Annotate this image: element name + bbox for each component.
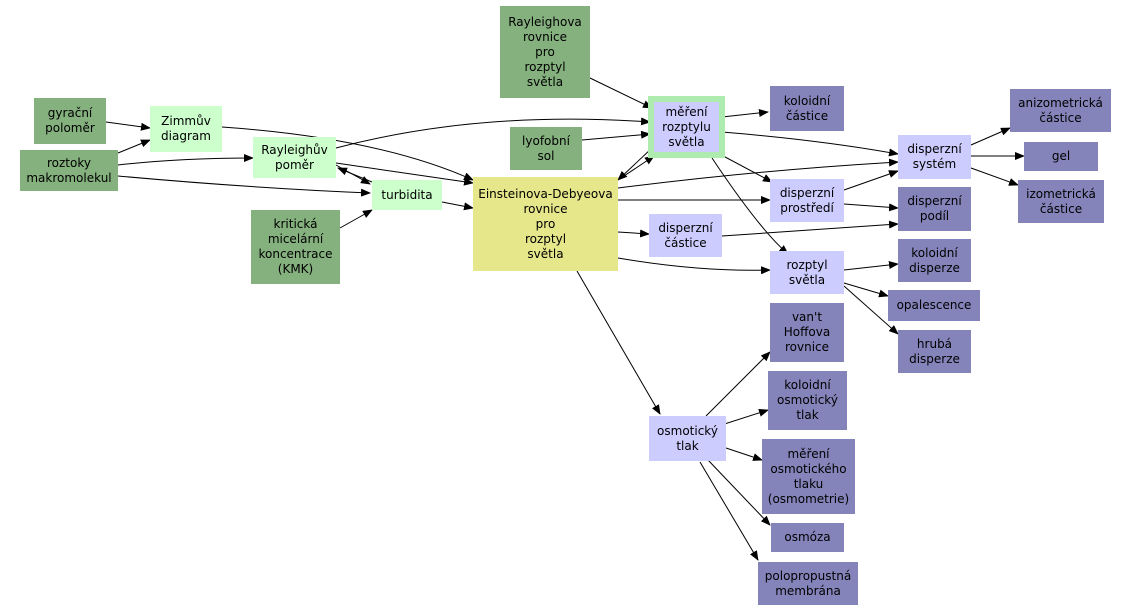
edge-einstein-disperzni-castice	[617, 229, 650, 238]
edge-einstein-rozptyl	[617, 257, 771, 275]
node-zimmuv-diagram[interactable]: Zimmův diagram	[150, 106, 222, 152]
node-gyracni-polomer[interactable]: gyrační poloměr	[34, 98, 106, 144]
edge-disperzni-prostredi-system	[843, 170, 899, 191]
edge-osmoticky-mereni-osm	[725, 447, 763, 461]
edge-osmoticky-osmoza	[707, 459, 771, 526]
node-koloidni-disperze[interactable]: koloidní disperze	[898, 239, 971, 282]
edge-mereni-einstein	[617, 147, 653, 181]
node-koloidni-osmoticky-tlak[interactable]: koloidní osmotický tlak	[768, 371, 847, 430]
edge-roztoky-zimmuv	[117, 139, 151, 154]
edge-roztoky-rayleighuv	[117, 154, 254, 166]
edge-mereni-rozptyl	[711, 157, 789, 255]
edge-osmoticky-vant	[705, 351, 771, 417]
edge-zimmuv-einstein	[221, 126, 474, 181]
node-polopropustna-membrana[interactable]: polopropustná membrána	[758, 562, 858, 605]
edge-roztoky-turbidita	[117, 175, 371, 197]
node-lyofobni-sol[interactable]: lyofobní sol	[510, 127, 582, 170]
edge-rayleighuv-mereni	[335, 117, 651, 149]
edge-lyofobni-mereni	[581, 130, 651, 141]
edge-rozptyl-hruba	[843, 285, 899, 335]
edge-gyracni-zimmuv	[105, 121, 151, 131]
node-osmoza[interactable]: osmóza	[771, 523, 844, 552]
node-mereni-rozptylu-svetla[interactable]: měření rozptylu světla	[648, 96, 725, 158]
node-kriticka-micelarni-koncentrace[interactable]: kritická micelární koncentrace (KMK)	[251, 210, 340, 284]
edge-osmoticky-polopropustna	[699, 461, 759, 561]
edge-mereni-koloidni	[721, 108, 769, 118]
edge-system-anizometricka	[970, 127, 1011, 146]
edge-einstein-mereni	[617, 155, 655, 181]
edge-turbidita-einstein	[441, 201, 474, 211]
node-hruba-disperze[interactable]: hrubá disperze	[898, 330, 971, 373]
node-rozptyl-svetla[interactable]: rozptyl světla	[770, 251, 844, 294]
node-anizometricka-castice[interactable]: anizometrická částice	[1010, 89, 1111, 132]
node-osmoticky-tlak[interactable]: osmotický tlak	[649, 416, 726, 461]
edge-rayleighova-mereni	[589, 77, 653, 109]
node-einstein-debye-rovnice[interactable]: Einsteinova-Debyeova rovnice pro rozptyl…	[473, 177, 618, 271]
edge-disperzni-castice-podil	[721, 220, 899, 237]
node-koloidni-castice[interactable]: koloidní částice	[770, 86, 844, 131]
edge-disperzni-prostredi-podil	[843, 203, 899, 212]
node-mereni-osmotickeho-tlaku[interactable]: měření osmotického tlaku (osmometrie)	[762, 439, 855, 514]
edge-system-izometricka	[970, 167, 1019, 186]
node-mereni-rozptylu-svetla-label: měření rozptylu světla	[654, 102, 719, 152]
node-opalescence[interactable]: opalescence	[888, 290, 980, 321]
node-rayleighuv-pomer[interactable]: Rayleighův poměr	[253, 137, 336, 178]
edge-einstein-disperzni-system	[617, 158, 899, 189]
edge-mereni-disperzni-system	[721, 131, 899, 157]
edge-turbidita-rayleighuv	[337, 167, 373, 183]
edge-rayleighuv-einstein	[335, 162, 474, 186]
node-izometricka-castice[interactable]: izometrická částice	[1018, 180, 1104, 223]
edge-einstein-osmoticky	[576, 270, 661, 415]
edge-kmk-turbidita	[339, 209, 373, 229]
edge-rozptyl-koloidni-disperze	[843, 261, 899, 271]
node-gel[interactable]: gel	[1024, 142, 1098, 171]
node-turbidita[interactable]: turbidita	[372, 180, 442, 210]
node-disperzni-podil[interactable]: disperzní podíl	[898, 187, 971, 231]
edge-rozptyl-opalescence	[843, 282, 889, 298]
node-roztoky-makromolekul[interactable]: roztoky makromolekul	[20, 150, 118, 191]
node-rayleighova-rovnice[interactable]: Rayleighova rovnice pro rozptyl světla	[500, 6, 590, 98]
node-disperzni-prostredi[interactable]: disperzní prostředí	[770, 179, 844, 222]
node-vant-hoffova-rovnice[interactable]: van't Hoffova rovnice	[770, 303, 844, 362]
node-disperzni-system[interactable]: disperzní systém	[898, 135, 971, 179]
node-disperzni-castice[interactable]: disperzní částice	[649, 214, 722, 257]
